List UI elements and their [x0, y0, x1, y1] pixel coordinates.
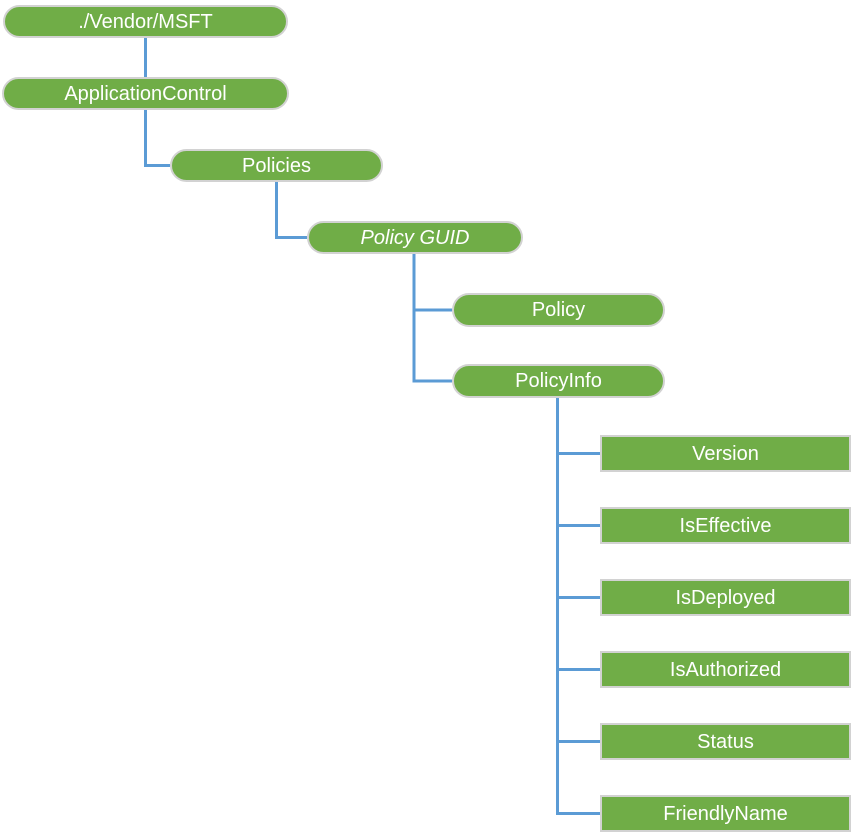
node-is-deployed: IsDeployed — [600, 579, 851, 616]
node-status: Status — [600, 723, 851, 760]
node-is-authorized: IsAuthorized — [600, 651, 851, 688]
connector-policyinfo-trunk — [556, 398, 600, 815]
node-application-control: ApplicationControl — [2, 77, 289, 110]
connector-applicationcontrol-to-policies — [144, 110, 170, 167]
node-policy-guid: Policy GUID — [307, 221, 523, 254]
node-policy: Policy — [452, 293, 665, 327]
node-friendly-name: FriendlyName — [600, 795, 851, 832]
node-policies: Policies — [170, 149, 383, 182]
node-version: Version — [600, 435, 851, 472]
node-policy-info: PolicyInfo — [452, 364, 665, 398]
node-vendor-msft: ./Vendor/MSFT — [3, 5, 288, 38]
connector-policyguid-trunk — [412, 254, 452, 383]
connector-policies-to-policyguid — [275, 182, 307, 239]
node-is-effective: IsEffective — [600, 507, 851, 544]
